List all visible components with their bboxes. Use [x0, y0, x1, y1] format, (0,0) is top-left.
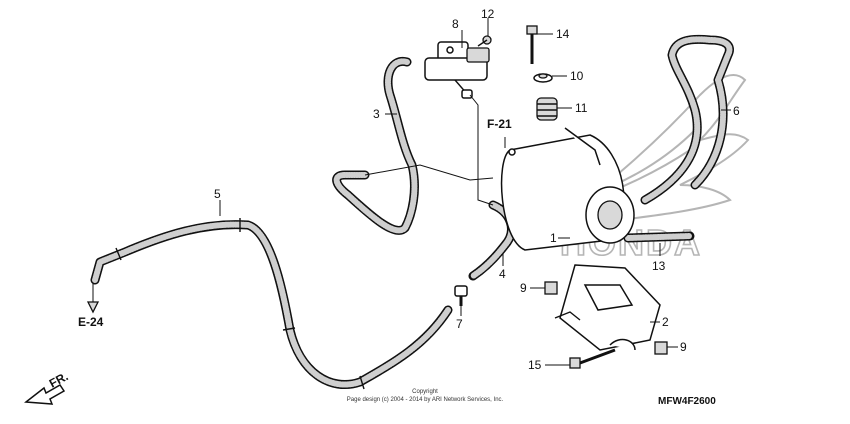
joint-7	[454, 285, 468, 306]
connection-lines	[364, 94, 494, 206]
callout-1: 1	[550, 231, 557, 245]
callout-8: 8	[452, 17, 459, 31]
callout-11: 11	[575, 101, 588, 115]
callout-13: 13	[652, 259, 666, 273]
collar-10	[533, 73, 553, 83]
hose-13	[623, 231, 695, 243]
reference-f21: F-21	[487, 117, 512, 131]
front-arrow	[24, 384, 66, 405]
hose-5	[90, 218, 453, 390]
hose-3	[332, 56, 419, 235]
copyright-line-1: Copyright	[412, 389, 438, 395]
rubber-mount-11	[536, 97, 558, 121]
canister-1	[500, 127, 635, 251]
hose-6	[640, 34, 734, 205]
bracket-2	[554, 264, 661, 351]
callout-15: 15	[528, 358, 542, 372]
diagram-code: MFW4F2600	[658, 396, 716, 407]
callout-6: 6	[733, 104, 740, 118]
copyright-line-2: Page design (c) 2004 - 2014 by ARI Netwo…	[347, 397, 504, 403]
callout-4: 4	[499, 267, 506, 281]
callout-3: 3	[373, 107, 380, 121]
bolt-14	[526, 25, 538, 64]
front-label: FR.	[47, 369, 71, 390]
callout-9-upper: 9	[520, 281, 527, 295]
callout-10: 10	[570, 69, 584, 83]
callout-7: 7	[456, 317, 463, 331]
solenoid-valve-8	[424, 41, 490, 99]
reference-e24: E-24	[78, 315, 104, 329]
callout-2: 2	[662, 315, 669, 329]
screw-12	[477, 35, 492, 47]
callout-leaders	[86, 18, 731, 366]
bolt-15	[569, 348, 616, 369]
callout-12: 12	[481, 7, 495, 21]
callout-9-lower: 9	[680, 340, 687, 354]
nut-9-upper	[544, 281, 558, 295]
nut-9-lower	[654, 341, 668, 355]
callout-14: 14	[556, 27, 570, 41]
callout-5: 5	[214, 187, 221, 201]
